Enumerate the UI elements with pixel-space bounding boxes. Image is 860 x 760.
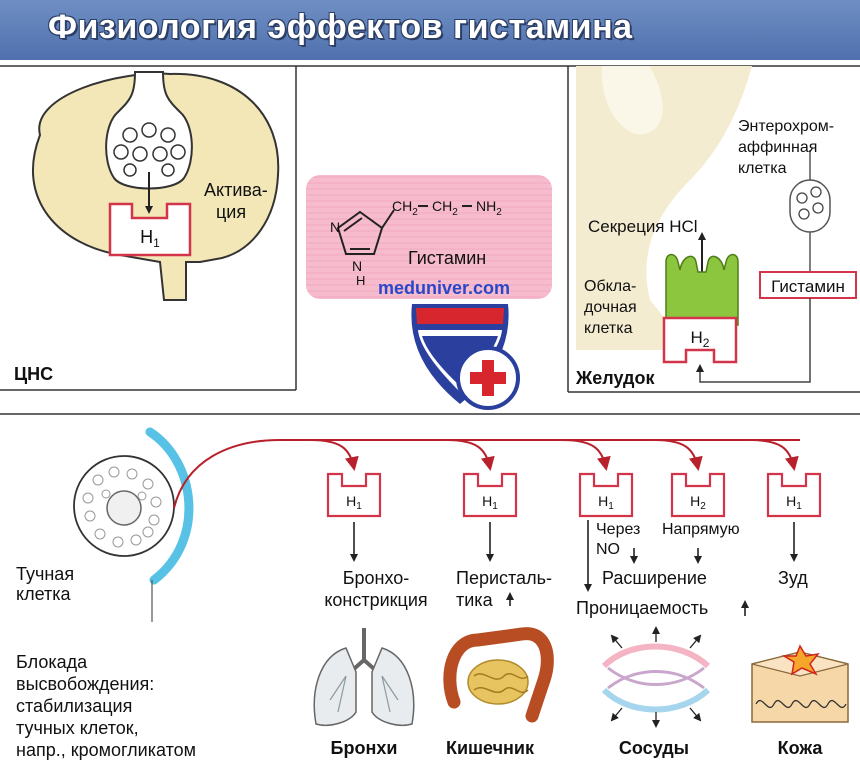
site-logo	[411, 304, 520, 410]
receptor-box-2	[462, 472, 518, 518]
direct-label: Напрямую	[662, 521, 740, 538]
blockade-line-3: стабилизация	[16, 696, 132, 716]
intestine-illustration	[443, 627, 554, 723]
h1-subscript: 1	[153, 236, 160, 250]
hcl-secretion-label: Секреция HCl	[588, 217, 698, 236]
svg-text:H2: H2	[691, 328, 710, 350]
peristalsis-line-1: Перисталь-	[456, 568, 552, 588]
panel-frames	[0, 65, 860, 415]
svg-text:H1: H1	[140, 227, 160, 250]
h2-label: H	[691, 328, 703, 347]
histamine-name: Гистамин	[408, 248, 486, 268]
ec-line-1: Энтерохром-	[738, 118, 834, 135]
organ-skin: Кожа	[778, 738, 824, 758]
mast-label-1: Тучная	[16, 564, 74, 584]
mast-membrane	[145, 427, 194, 585]
skin-illustration	[751, 644, 849, 723]
branch-arrow-2	[445, 439, 495, 471]
receptor-label-4: H2	[690, 493, 706, 512]
receptor-label-2: H1	[482, 493, 498, 512]
effect-labels: Бронхо- констрикция Перисталь- тика Чере…	[16, 521, 808, 760]
blockade-line-1: Блокада	[16, 652, 88, 672]
activation-line-2: ция	[216, 202, 246, 222]
cns-label: ЦНС	[14, 364, 53, 384]
parietal-line-1: Обкла-	[584, 278, 636, 295]
ring-h: H	[356, 273, 365, 288]
branch-arrow-3	[561, 439, 611, 471]
h1-receptor-cns	[108, 202, 192, 257]
organ-intestine: Кишечник	[446, 738, 535, 758]
ec-line-3: клетка	[738, 160, 787, 177]
effect-arrows	[350, 520, 798, 616]
organ-vessels: Сосуды	[619, 738, 689, 758]
blockade-line-4: тучных клеток,	[16, 718, 139, 738]
chain-ch2-1: CH	[392, 198, 412, 214]
svg-text:CH2: CH2	[392, 198, 418, 218]
mast-label-2: клетка	[16, 584, 72, 604]
peristalsis-line-2: тика	[456, 590, 494, 610]
parietal-line-2: дочная	[584, 299, 637, 316]
histamine-center: N N H CH2 CH2 NH2 Гистамин meduniver.com	[306, 175, 552, 410]
release-curve	[173, 439, 800, 509]
ec-line-2: аффинная	[738, 139, 817, 156]
mast-cell-section	[73, 427, 800, 622]
vessels-illustration	[601, 626, 711, 728]
chain-ch2-2: CH	[432, 198, 452, 214]
activation-line-1: Актива-	[204, 180, 268, 200]
permeability-label: Проницаемость	[576, 598, 708, 618]
histamine-box	[759, 271, 857, 299]
histamine-box-label: Гистамин	[771, 277, 845, 296]
title-bar: Физиология эффектов гистамина	[0, 0, 860, 60]
mast-nucleus	[106, 490, 142, 526]
receptor-label-1: H1	[346, 493, 362, 512]
cns-panel: H1 Актива- ция ЦНС	[14, 71, 280, 384]
h2-subscript: 2	[703, 336, 710, 350]
svg-text:NH2: NH2	[476, 198, 502, 218]
branch-arrow-4	[653, 439, 703, 471]
receptor-box-1	[326, 472, 382, 518]
imidazole-ring	[336, 205, 472, 255]
stomach-label: Желудок	[575, 368, 655, 388]
mast-granules	[82, 466, 162, 548]
synaptic-vesicles	[113, 122, 186, 177]
via-no-line-1: Через	[596, 521, 640, 538]
receptor-label-3: H1	[598, 493, 614, 512]
page-title: Физиология эффектов гистамина	[48, 8, 633, 46]
broncho-line-1: Бронхо-	[343, 568, 410, 588]
effects-layer: H1 H1 H1 H2 H1	[309, 439, 822, 518]
svg-text:CH2: CH2	[432, 198, 458, 218]
ring-nh: N	[352, 258, 362, 274]
itch-label: Зуд	[778, 568, 808, 588]
broncho-line-2: констрикция	[324, 590, 427, 610]
dilation-label: Расширение	[602, 568, 707, 588]
chain-nh2: NH	[476, 198, 496, 214]
h1-label: H	[140, 227, 153, 247]
stomach-wall	[576, 66, 752, 350]
enterochromaffin-cell	[789, 150, 831, 272]
via-no-line-2: NO	[596, 541, 620, 558]
parietal-cell	[665, 253, 739, 326]
parietal-line-3: клетка	[584, 320, 633, 337]
stomach-panel: H2 Гистамин Энтерохром- аффинная клетка …	[575, 66, 857, 388]
blockade-line-2: высвобождения:	[16, 674, 154, 694]
receptor-box-5	[766, 472, 822, 518]
feedback-line	[696, 298, 811, 383]
branch-arrow-5	[749, 439, 799, 471]
watermark-text: meduniver.com	[378, 278, 510, 298]
histamine-card	[306, 175, 552, 299]
receptor-label-5: H1	[786, 493, 802, 512]
branch-arrow-1	[309, 439, 359, 471]
organ-bronchi: Бронхи	[331, 738, 398, 758]
organ-labels: Бронхи Кишечник Сосуды Кожа	[331, 738, 824, 758]
lungs-illustration	[313, 628, 415, 726]
receptor-box-3	[578, 472, 634, 518]
h2-receptor-stomach	[662, 316, 738, 364]
receptor-box-4	[670, 472, 726, 518]
ring-n: N	[330, 219, 340, 235]
blockade-line-5: напр., кромогликатом	[16, 740, 196, 760]
